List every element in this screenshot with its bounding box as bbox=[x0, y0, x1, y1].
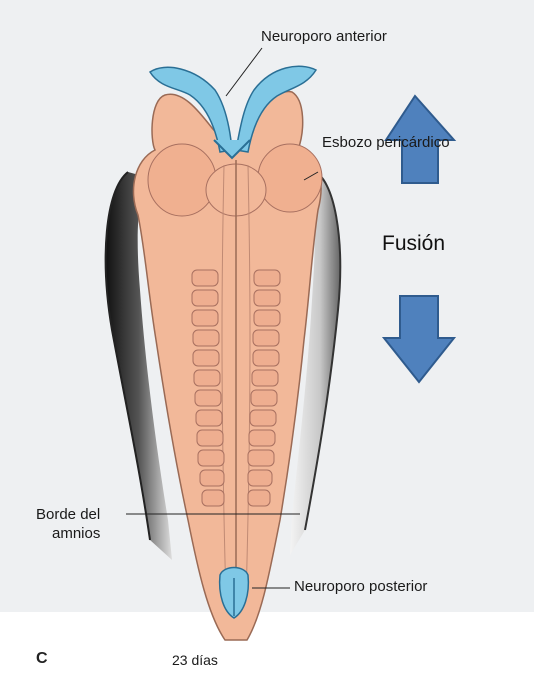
label-pericardial-bud: Esbozo pericárdico bbox=[322, 134, 450, 151]
label-amnion-line2: amnios bbox=[52, 525, 100, 542]
label-age: 23 días bbox=[172, 652, 218, 668]
label-amnion-line1: Borde del bbox=[36, 506, 100, 523]
label-anterior-neuropore: Neuroporo anterior bbox=[261, 28, 387, 45]
label-fusion: Fusión bbox=[382, 232, 445, 256]
arrow-down-icon bbox=[384, 296, 454, 382]
panel-letter: C bbox=[36, 650, 48, 668]
label-posterior-neuropore: Neuroporo posterior bbox=[294, 578, 427, 595]
